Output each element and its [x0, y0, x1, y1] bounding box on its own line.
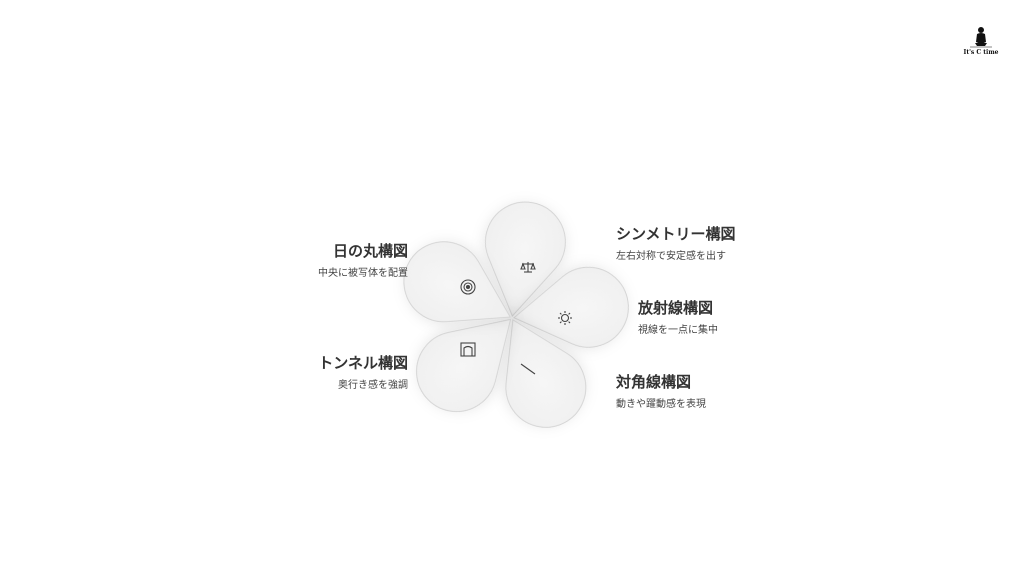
label-radial: 放射線構図 視線を一点に集中 — [638, 299, 818, 337]
label-title: 対角線構図 — [616, 373, 692, 391]
label-description: 視線を一点に集中 — [638, 325, 718, 336]
label-hinomaru: 日の丸構図 中央に被写体を配置 — [228, 242, 408, 280]
label-title: シンメトリー構図 — [616, 225, 736, 243]
label-description: 奥行き感を強調 — [338, 380, 408, 391]
diagonal-line-icon — [520, 363, 536, 375]
logo-text: It's C time — [963, 49, 999, 56]
label-tunnel: トンネル構図 奥行き感を強調 — [228, 354, 408, 392]
label-description: 動きや躍動感を表現 — [616, 399, 706, 410]
label-title: 放射線構図 — [638, 299, 714, 317]
label-description: 左右対称で安定感を出す — [616, 251, 726, 262]
label-diagonal: 対角線構図 動きや躍動感を表現 — [616, 373, 796, 411]
petal-tunnel — [416, 318, 512, 413]
label-description: 中央に被写体を配置 — [318, 268, 408, 279]
label-title: 日の丸構図 — [332, 242, 408, 260]
label-symmetry: シンメトリー構図 左右対称で安定感を出す — [616, 225, 796, 263]
scale-icon — [520, 262, 536, 273]
petal-radial — [513, 266, 629, 348]
petal-symmetry — [484, 201, 566, 317]
sun-icon — [558, 311, 572, 325]
petal-diagonal — [505, 318, 587, 428]
target-icon — [460, 279, 476, 295]
figure-logo-icon — [970, 27, 992, 48]
arch-icon — [460, 342, 476, 357]
brand-logo: It's C time — [958, 24, 1004, 60]
petal-hinomaru — [403, 241, 512, 323]
label-title: トンネル構図 — [318, 354, 408, 372]
